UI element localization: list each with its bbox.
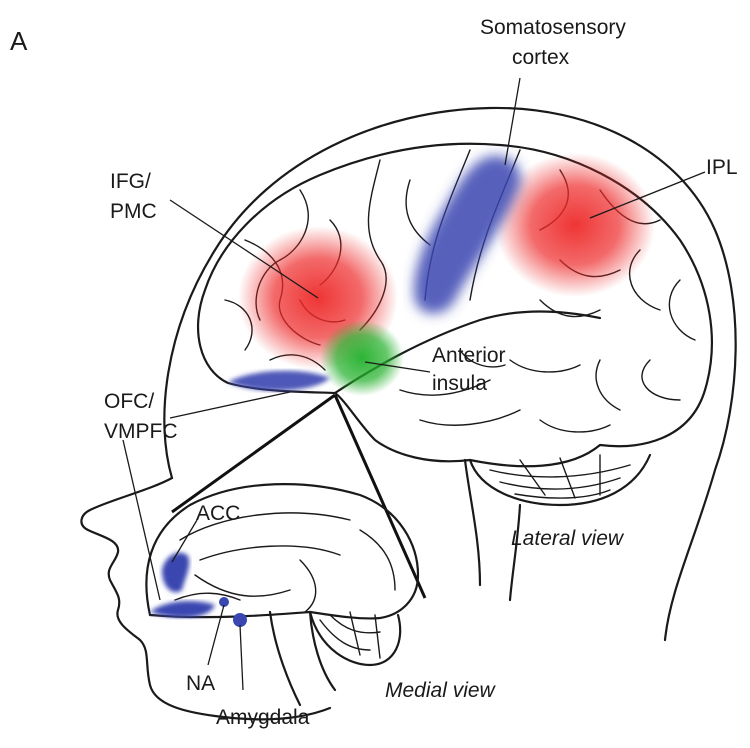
anterior-insula-region [320, 320, 404, 396]
anterior-insula-label-line2: insula [432, 372, 487, 395]
acc-region [162, 553, 189, 593]
somatosensory-label-line2: cortex [512, 46, 570, 69]
ofc-region [228, 371, 330, 391]
ipl-label: IPL [706, 156, 738, 179]
ifg-label-line1: IFG/ [110, 170, 151, 193]
panel-label: A [10, 26, 28, 56]
cerebellum-folia [490, 455, 630, 498]
amygdala-label: Amygdala [216, 706, 310, 729]
lateral-view-label: Lateral view [511, 527, 625, 550]
amygdala-region [233, 613, 247, 627]
ifg-label-line2: PMC [110, 200, 157, 223]
medial-gyri [175, 513, 395, 612]
medial-view-label: Medial view [385, 679, 497, 702]
medial-cerebellum [310, 612, 400, 665]
ofc-label-line2: VMPFC [104, 420, 178, 443]
na-label: NA [186, 672, 215, 695]
zoom-line-right [335, 395, 425, 598]
medial-brain-outline [146, 484, 418, 618]
ofc-label-line1: OFC/ [104, 390, 154, 413]
acc-label: ACC [196, 502, 240, 525]
somatosensory-label-line1: Somatosensory [480, 16, 626, 39]
anterior-insula-label-line1: Anterior [432, 344, 506, 367]
